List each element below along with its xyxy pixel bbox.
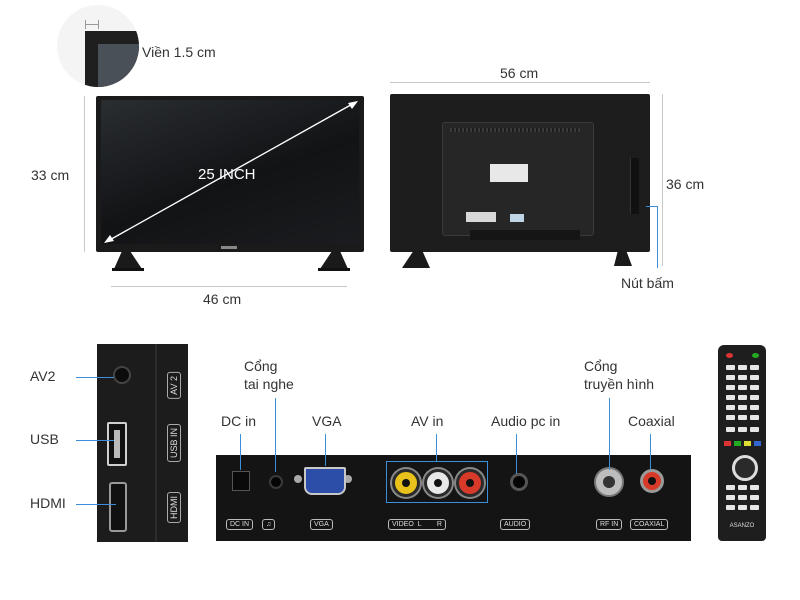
remote-key (726, 415, 735, 420)
buttons-pointer-line (646, 206, 658, 207)
label-av-in: AV in (411, 413, 444, 429)
remote-key (726, 365, 735, 370)
remote-key (738, 415, 747, 420)
av2-jack (113, 366, 131, 384)
tag-coaxial: COAXIAL (630, 519, 669, 530)
remote-brand: ASANZO (729, 523, 755, 529)
side-label-usb: USB (30, 431, 59, 447)
remote-key (750, 495, 759, 500)
back-tv (390, 94, 650, 252)
tag-dc-in: DC IN (226, 519, 254, 530)
remote-control: ASANZO (718, 345, 766, 541)
vga-port (294, 467, 352, 495)
remote-key (750, 415, 759, 420)
remote-key (750, 427, 759, 432)
bezel-corner-screen (98, 44, 139, 87)
buttons-label: Nút bấm (621, 275, 674, 291)
label-headphone: Cổng tai nghe (244, 358, 294, 392)
side-tag-av2: AV 2 (167, 372, 181, 399)
rf-in-port (594, 467, 624, 497)
remote-key (738, 405, 747, 410)
back-height-label: 36 cm (666, 176, 705, 192)
remote-key (738, 427, 747, 432)
av-in-highlight (386, 461, 488, 503)
dc-in-port (232, 471, 250, 491)
side-panel: AV 2 USB IN HDMI (97, 344, 188, 542)
back-width-line (390, 82, 650, 83)
rca-white (424, 469, 452, 497)
remote-key (738, 505, 747, 510)
remote-key (726, 395, 735, 400)
tag-rf-in: RF IN (596, 519, 623, 530)
rca-red (456, 469, 484, 497)
side-tag-hdmi: HDMI (167, 492, 181, 523)
remote-key (750, 405, 759, 410)
back-stand-right (612, 250, 634, 275)
bezel-label: Viền 1.5 cm (142, 44, 216, 60)
hdmi-port (109, 482, 127, 532)
remote-key (738, 385, 747, 390)
remote-dpad (732, 455, 758, 481)
tag-audio: AUDIO (500, 519, 531, 530)
remote-key (750, 375, 759, 380)
rear-port-panel: DC IN ♫ VGA VIDEO L R AUDIO RF IN COAXIA… (216, 455, 691, 541)
remote-key (750, 485, 759, 490)
remote-key (750, 505, 759, 510)
remote-key (726, 427, 735, 432)
label-coaxial: Coaxial (628, 413, 675, 429)
remote-key (726, 405, 735, 410)
remote-keypad (718, 345, 766, 541)
remote-key (726, 505, 735, 510)
back-tv-label-sticker (490, 164, 528, 182)
front-stand-right (318, 251, 350, 271)
remote-key (726, 375, 735, 380)
front-width-label: 46 cm (203, 291, 242, 307)
front-width-line (111, 286, 347, 287)
remote-key (738, 365, 747, 370)
headphone-jack (269, 475, 283, 489)
remote-power-button (726, 353, 733, 358)
label-audio-pc: Audio pc in (491, 413, 561, 429)
diagonal-arrow (104, 101, 358, 243)
diagonal-label: 25 INCH (198, 166, 256, 183)
side-label-av2: AV2 (30, 368, 56, 384)
back-tv-buttons (630, 158, 639, 214)
audio-pc-jack (510, 473, 528, 491)
remote-key (726, 385, 735, 390)
remote-key (750, 385, 759, 390)
tag-vga: VGA (310, 519, 333, 530)
remote-key (738, 485, 747, 490)
tag-headphone: ♫ (262, 519, 276, 530)
remote-key (750, 395, 759, 400)
front-height-label: 33 cm (31, 167, 70, 183)
remote-key (738, 495, 747, 500)
remote-key (726, 485, 735, 490)
back-stand-left (402, 250, 430, 275)
bezel-measure-line (85, 24, 98, 25)
rca-yellow (392, 469, 420, 497)
remote-key (738, 395, 747, 400)
bezel-detail-circle (57, 5, 139, 87)
front-tv-logo (221, 246, 237, 249)
remote-key (726, 495, 735, 500)
front-height-line (84, 96, 85, 252)
side-tag-usb: USB IN (167, 424, 181, 463)
coaxial-port (640, 469, 664, 493)
remote-key (738, 375, 747, 380)
label-dc-in: DC in (221, 413, 257, 429)
back-tv-port-strip (470, 230, 580, 240)
label-vga: VGA (312, 413, 342, 429)
label-antenna: Cổng truyền hình (584, 358, 655, 392)
remote-color-keys (724, 441, 761, 446)
back-width-label: 56 cm (500, 65, 539, 81)
side-label-hdmi: HDMI (30, 495, 66, 511)
back-height-line (662, 94, 663, 266)
remote-key (750, 365, 759, 370)
usb-port (107, 422, 127, 466)
tag-video: VIDEO L R (388, 519, 446, 530)
front-stand-left (112, 251, 144, 271)
